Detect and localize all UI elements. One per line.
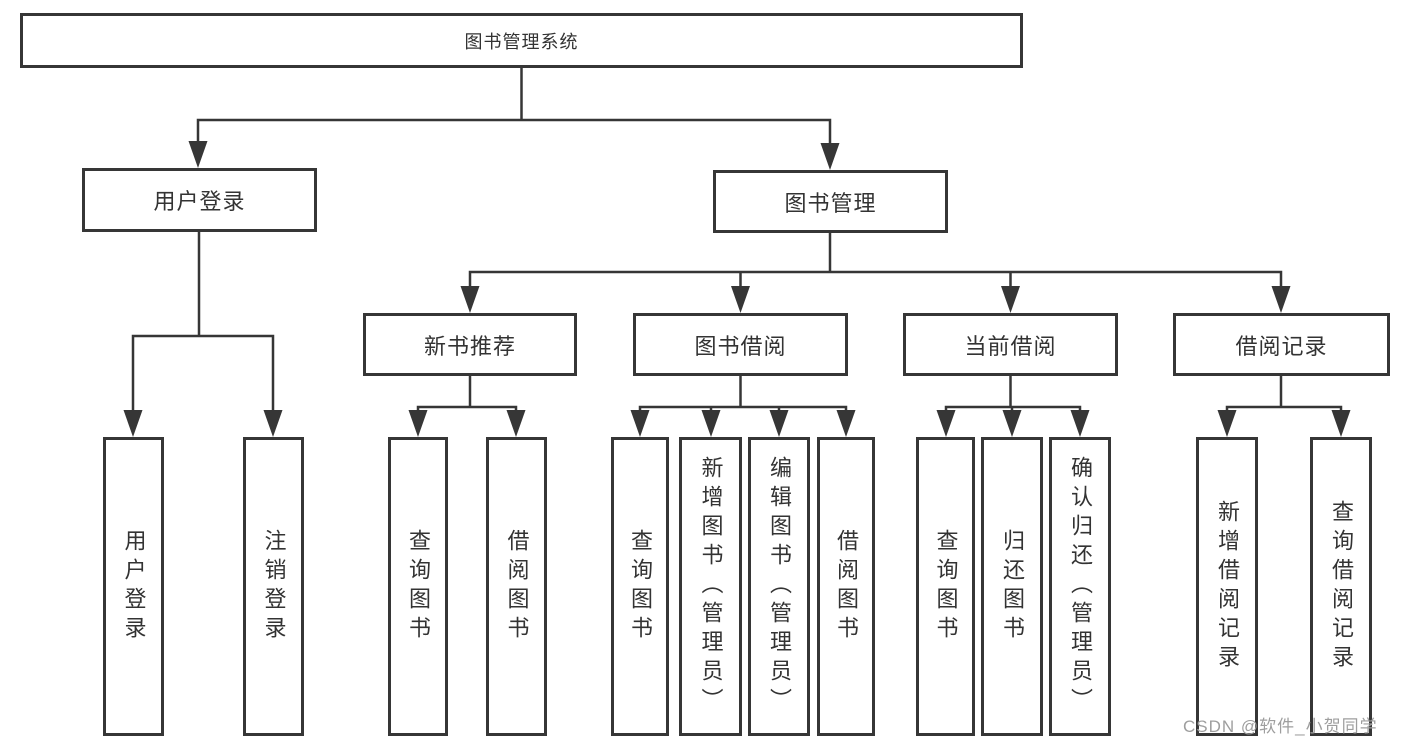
leaf-add-book-admin: 新增图书（管理员） <box>679 437 742 736</box>
csdn-watermark: CSDN @软件_小贺同学 <box>1183 717 1378 736</box>
leaf-borrow-books-recommend: 借阅图书 <box>486 437 547 736</box>
arrowhead-down-icon <box>1002 410 1022 437</box>
arrowhead-down-icon <box>188 141 208 168</box>
arrowhead-down-icon <box>630 410 650 437</box>
leaf-confirm-return-admin-label: 确认归还（管理员） <box>1068 456 1093 717</box>
leaf-return-book: 归还图书 <box>981 437 1043 736</box>
arrowhead-down-icon <box>1331 410 1351 437</box>
leaf-user-login: 用户登录 <box>103 437 164 736</box>
leaf-edit-book-admin: 编辑图书（管理员） <box>748 437 810 736</box>
leaf-borrow-books-borrowing: 借阅图书 <box>817 437 875 736</box>
leaf-logout-login-label: 注销登录 <box>261 528 287 645</box>
arrowhead-down-icon <box>263 410 283 437</box>
arrowhead-down-icon <box>1217 410 1237 437</box>
arrowhead-down-icon <box>408 410 428 437</box>
leaf-borrow-books-recommend-label: 借阅图书 <box>504 528 530 645</box>
node-current-borrowing: 当前借阅 <box>903 313 1118 376</box>
leaf-query-books-recommend-label: 查询图书 <box>406 528 431 645</box>
node-library-management-system: 图书管理系统 <box>20 13 1023 68</box>
arrowhead-down-icon <box>1070 410 1090 437</box>
leaf-borrow-books-borrowing-label: 借阅图书 <box>834 528 859 645</box>
leaf-query-books-current: 查询图书 <box>916 437 975 736</box>
arrowhead-down-icon <box>460 286 480 313</box>
arrowhead-down-icon <box>701 410 721 437</box>
leaf-confirm-return-admin: 确认归还（管理员） <box>1049 437 1111 736</box>
leaf-query-books-borrowing-label: 查询图书 <box>628 528 653 645</box>
leaf-add-borrow-record: 新增借阅记录 <box>1196 437 1258 736</box>
leaf-add-borrow-record-label: 新增借阅记录 <box>1215 499 1240 674</box>
node-borrowing-records: 借阅记录 <box>1173 313 1390 376</box>
leaf-query-books-recommend: 查询图书 <box>388 437 448 736</box>
arrowhead-down-icon <box>836 410 856 437</box>
leaf-logout-login: 注销登录 <box>243 437 304 736</box>
arrowhead-down-icon <box>1271 286 1291 313</box>
arrowhead-down-icon <box>820 143 840 170</box>
leaf-query-borrow-record-label: 查询借阅记录 <box>1329 499 1354 674</box>
leaf-return-book-label: 归还图书 <box>1000 528 1025 645</box>
node-new-book-recommend: 新书推荐 <box>363 313 577 376</box>
arrowhead-down-icon <box>506 410 526 437</box>
leaf-user-login-label: 用户登录 <box>121 528 147 645</box>
arrowhead-down-icon <box>731 286 750 313</box>
node-book-management: 图书管理 <box>713 170 948 233</box>
leaf-edit-book-admin-label: 编辑图书（管理员） <box>767 456 792 717</box>
arrowhead-down-icon <box>1001 286 1020 313</box>
leaf-query-books-borrowing: 查询图书 <box>611 437 669 736</box>
leaf-add-book-admin-label: 新增图书（管理员） <box>698 456 724 717</box>
leaf-query-books-current-label: 查询图书 <box>933 528 959 645</box>
node-user-login: 用户登录 <box>82 168 317 232</box>
leaf-query-borrow-record: 查询借阅记录 <box>1310 437 1372 736</box>
arrowhead-down-icon <box>769 410 789 437</box>
arrowhead-down-icon <box>123 410 143 437</box>
arrowhead-down-icon <box>936 410 956 437</box>
node-book-borrowing: 图书借阅 <box>633 313 848 376</box>
